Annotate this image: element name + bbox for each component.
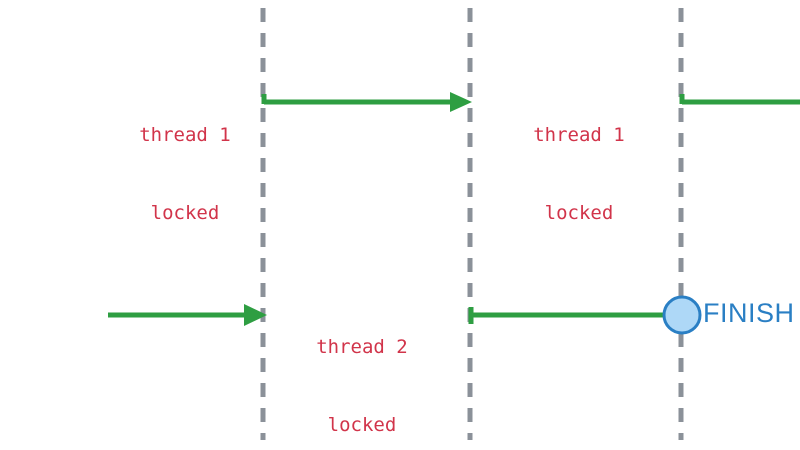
label-thread-2-locked: thread 2 locked (310, 282, 414, 450)
label-line-1: thread 1 (533, 124, 625, 146)
bottom-line-second-to-finish (468, 307, 681, 324)
label-line-2: locked (327, 414, 397, 436)
finish-label: FINISH (703, 298, 795, 328)
finish-marker-circle (662, 295, 702, 335)
bottom-arrow-into-first (108, 304, 267, 326)
label-thread-1-locked-second: thread 1 locked (527, 70, 631, 278)
timeline-group (260, 8, 684, 440)
label-line-2: locked (150, 202, 220, 224)
top-arrow-first-to-second (261, 92, 472, 112)
label-thread-1-locked-first: thread 1 locked (133, 70, 237, 278)
top-line-third-to-edge (679, 94, 800, 105)
label-line-1: thread 2 (316, 336, 408, 358)
label-line-1: thread 1 (139, 124, 231, 146)
label-line-2: locked (544, 202, 614, 224)
arrow-head-icon (450, 92, 472, 112)
arrow-head-icon (244, 304, 267, 326)
